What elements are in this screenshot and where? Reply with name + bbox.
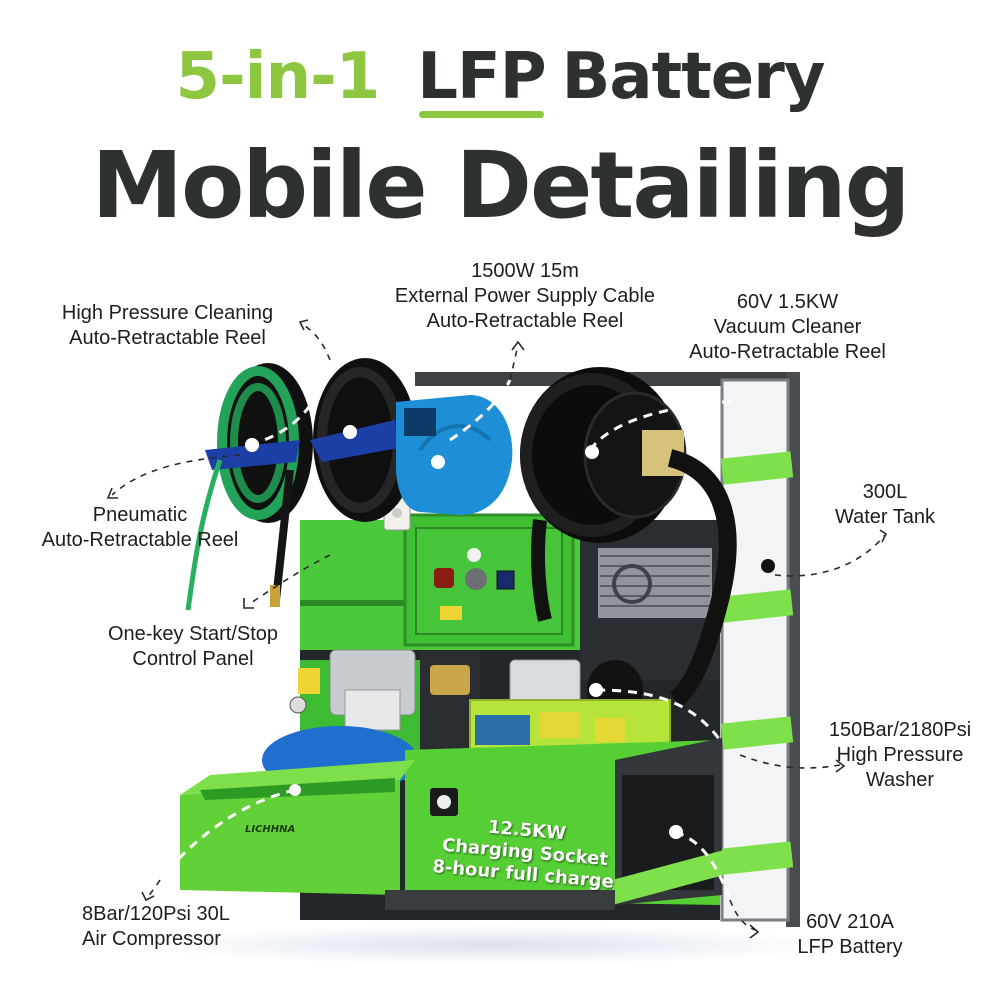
callout-dots [245,425,683,839]
callout-vacuum-reel: 60V 1.5KW Vacuum Cleaner Auto-Retractabl… [665,290,910,365]
headline-mobile-detailing: Mobile Detailing [91,132,911,239]
power-cable-reel [395,395,513,515]
callout-power-cable-reel: 1500W 15m External Power Supply Cable Au… [365,259,685,334]
callout-line: High Pressure [836,744,964,766]
callout-water-tank: 300L Water Tank [820,480,950,530]
warning-sticker [440,606,462,620]
callout-line: Auto-Retractable Reel [41,529,239,551]
callout-line: External Power Supply Cable [394,285,656,307]
headline-lfp: LFP [417,40,547,118]
callout-control-panel: One-key Start/Stop Control Panel [88,622,298,672]
display-meter-icon [496,570,515,590]
high-pressure-reel [185,363,313,611]
callout-line: Pneumatic [92,504,188,526]
emergency-stop-icon [434,568,454,588]
battery-bay [612,738,724,905]
callout-line: 300L [862,481,908,503]
vacuum-reel [520,367,737,708]
pressure-washer-unit [420,650,671,763]
storage-tray: LICHHNA [180,760,615,910]
callout-air-compressor: 8Bar/120Psi 30L Air Compressor [82,902,262,952]
callout-line: Air Compressor [82,928,221,950]
callout-leaders-outer [111,321,886,931]
callout-line: High Pressure Cleaning [61,302,274,324]
callout-line: 8Bar/120Psi 30L [82,903,230,925]
control-panel [403,513,575,647]
callout-line: Vacuum Cleaner [713,316,862,338]
callout-line: Water Tank [834,506,936,528]
callout-line: One-key Start/Stop [107,623,279,645]
callout-pressure-washer: 150Bar/2180Psi High Pressure Washer [815,718,985,793]
headline-battery: Battery [561,40,826,114]
callout-line: Auto-Retractable Reel [426,310,624,332]
headline-underline [419,111,544,118]
callout-line: Auto-Retractable Reel [69,327,266,349]
callout-high-pressure-reel: High Pressure Cleaning Auto-Retractable … [40,301,295,351]
callout-line: LFP Battery [797,936,903,958]
svg-text:LICHHNA: LICHHNA [245,824,295,835]
callout-arrowheads [106,319,888,939]
water-tank [720,378,794,922]
callout-pneumatic-reel: Pneumatic Auto-Retractable Reel [20,503,260,553]
callout-line: Auto-Retractable Reel [689,341,886,363]
callout-line: 60V 1.5KW [736,291,839,313]
callout-line: 60V 210A [806,911,894,933]
callout-line: Washer [865,769,935,791]
callout-line: 1500W 15m [471,260,579,282]
callout-line: Control Panel [132,648,254,670]
vacuum-motor [598,548,712,618]
headline-5-in-1: 5-in-1 [175,40,381,114]
floor-shadow [140,925,840,965]
callout-line: 150Bar/2180Psi [828,719,972,741]
headline-lfp-text: LFP [417,40,546,114]
callout-lfp-battery: 60V 210A LFP Battery [790,910,910,960]
start-key-icon [465,568,487,590]
